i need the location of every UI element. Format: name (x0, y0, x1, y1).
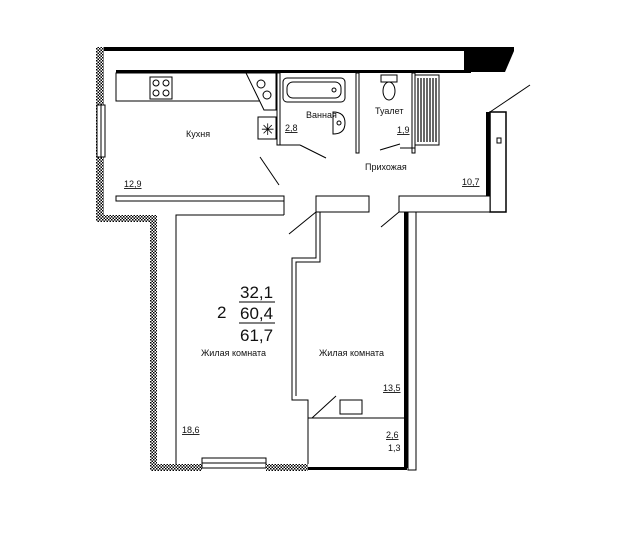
ventilation-marker (496, 137, 502, 144)
wall-hall-right-block (398, 195, 491, 213)
living-room-1-name: Жилая комната (201, 348, 266, 358)
wall-bottom-right (266, 464, 308, 471)
wall-bottom-left (150, 464, 202, 471)
wall-right-diagonal (489, 84, 531, 113)
bathroom-area: 2,8 (285, 123, 298, 133)
wall-top-inner (116, 70, 471, 73)
washbasin-drain (336, 120, 342, 126)
total-area-with-balcony: 61,7 (240, 326, 273, 345)
ventilation-icon: ✳ (261, 120, 274, 139)
toilet-tank (380, 74, 398, 83)
bathtub-inner (286, 81, 342, 99)
wall-hall-left-block (315, 195, 370, 213)
toilet-door (379, 143, 401, 151)
balcony-area: 2,6 (386, 430, 399, 440)
rooms-count: 2 (217, 303, 226, 322)
living-room-2-name: Жилая комната (319, 348, 384, 358)
wall-bath-toilet (355, 72, 360, 154)
washbasin-icon (332, 111, 346, 135)
balcony-wall-bottom (308, 467, 407, 470)
sink-bowl (256, 79, 266, 89)
stove-burner (162, 79, 170, 87)
balcony-door-swing (311, 395, 337, 419)
kitchen-area: 12,9 (124, 179, 142, 189)
wall-bath-left (276, 72, 281, 146)
wall-right-outer (489, 111, 507, 213)
wall-top-right-slope (464, 51, 514, 72)
balcony-area-reduced: 1,3 (388, 443, 401, 453)
kitchen-door (259, 156, 280, 186)
living-room-1-area: 18,6 (182, 425, 200, 435)
stove-icon (149, 76, 173, 100)
bathroom-name: Ванная (306, 110, 337, 120)
wall-left-lower (150, 215, 157, 470)
sink-bowl (262, 90, 272, 100)
kitchen-column (257, 116, 277, 140)
bath-door (299, 144, 327, 159)
wall-room1-top (175, 214, 284, 464)
wall-right-hall (486, 112, 490, 207)
hallway-area: 10,7 (462, 177, 480, 187)
stove-burner (152, 89, 160, 97)
kitchen-name: Кухня (186, 129, 210, 139)
wall-right-lower (404, 210, 408, 468)
wall-left-step (96, 215, 157, 222)
toilet-icon (382, 81, 396, 101)
living-room-2-area: 13,5 (383, 383, 401, 393)
shaft-hatching (417, 78, 437, 142)
stove-burner (152, 79, 160, 87)
bathtub-drain (331, 87, 337, 93)
living-area-total: 32,1 (240, 283, 273, 302)
wall-top (96, 47, 514, 51)
bathtub-icon (282, 77, 346, 103)
toilet-area: 1,9 (397, 125, 410, 135)
wall-right-lower-outer (407, 209, 417, 471)
wall-kitchen-bottom (115, 195, 285, 202)
total-area: 60,4 (240, 304, 273, 323)
stove-burner (162, 89, 170, 97)
room1-door (288, 211, 317, 235)
hallway-name: Прихожая (365, 162, 407, 172)
sink-icon (245, 72, 277, 111)
wall-between-rooms-inner (295, 212, 321, 396)
balcony-door (339, 399, 363, 415)
toilet-name: Туалет (375, 106, 403, 116)
room2-door (380, 211, 400, 228)
wall-between-rooms (291, 212, 317, 464)
